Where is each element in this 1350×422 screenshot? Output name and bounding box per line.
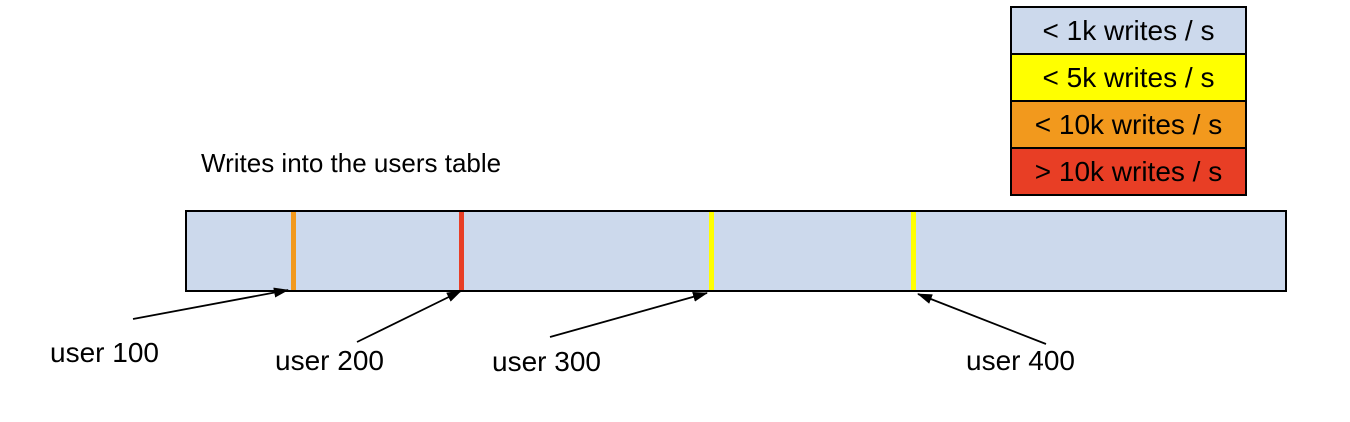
legend-item-lt-5k: < 5k writes / s [1012,55,1245,102]
label-user-400: user 400 [966,345,1075,376]
legend: < 1k writes / s < 5k writes / s < 10k wr… [1010,6,1247,196]
arrow-user-100 [132,287,289,320]
legend-item-lt-1k: < 1k writes / s [1012,8,1245,55]
legend-label-lt-10k: < 10k writes / s [1034,108,1223,140]
legend-label-lt-1k: < 1k writes / s [1042,14,1215,46]
arrow-user-200 [356,290,462,343]
arrow-user-400 [917,293,1047,345]
legend-item-gt-10k: > 10k writes / s [1012,149,1245,194]
label-user-200: user 200 [275,345,384,376]
legend-label-lt-5k: < 5k writes / s [1042,61,1215,93]
users-table-bar [185,210,1287,292]
legend-item-lt-10k: < 10k writes / s [1012,102,1245,149]
label-user-100: user 100 [50,337,159,368]
marker-user-100 [291,212,296,290]
marker-user-200 [459,212,464,290]
arrow-user-300 [549,291,708,338]
legend-label-gt-10k: > 10k writes / s [1034,155,1223,187]
marker-user-400 [911,212,916,290]
diagram-title: Writes into the users table [201,148,502,178]
label-user-300: user 300 [492,346,601,377]
marker-user-300 [709,212,714,290]
